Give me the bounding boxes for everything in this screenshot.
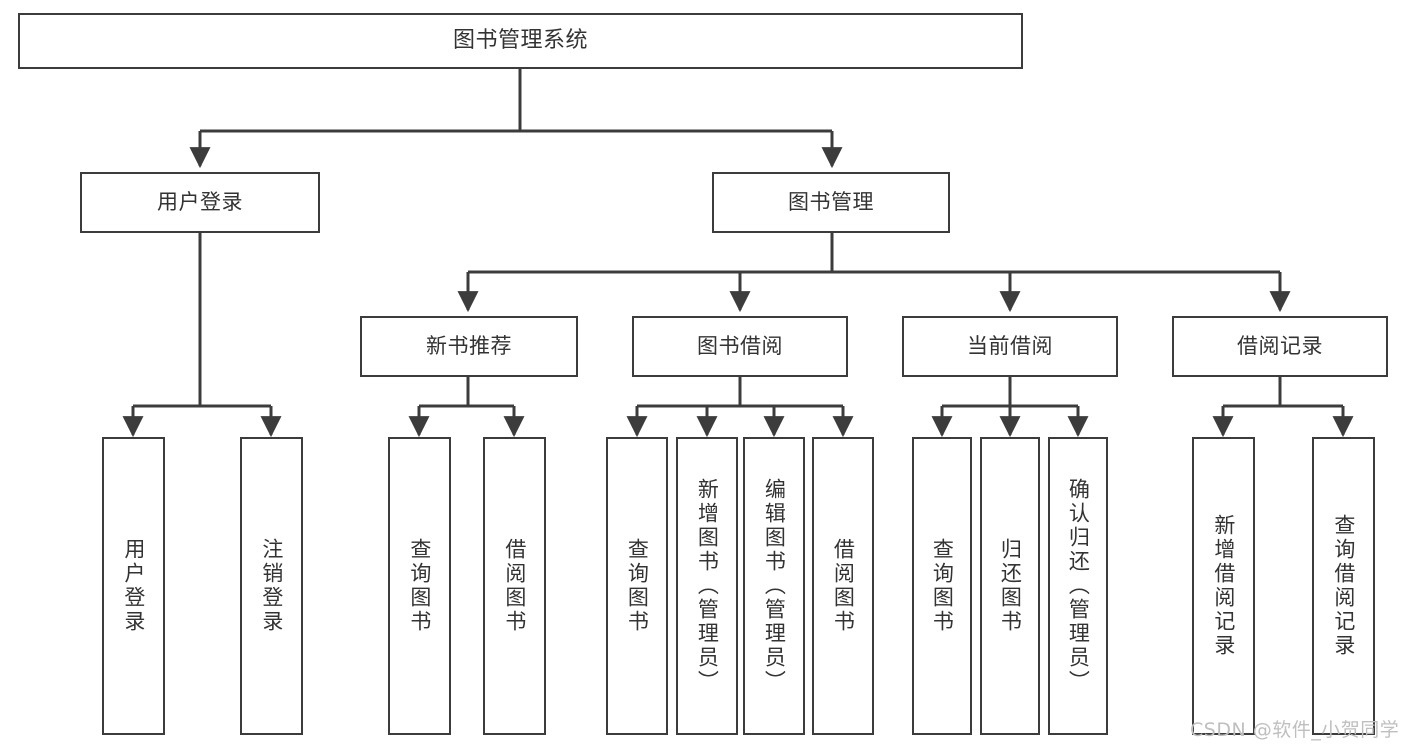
- node-label: 图书管理: [788, 190, 874, 215]
- leaf-confirm-return-admin[interactable]: 确认归还（管理员）: [1048, 437, 1108, 735]
- node-label: 用户登录: [121, 538, 146, 634]
- node-current-borrow[interactable]: 当前借阅: [902, 316, 1118, 377]
- node-book-borrow[interactable]: 图书借阅: [632, 316, 848, 377]
- node-label: 查询图书: [930, 538, 955, 634]
- leaf-borrow-book[interactable]: 借阅图书: [812, 437, 874, 735]
- leaf-user-logout[interactable]: 注销登录: [240, 437, 303, 735]
- node-label: 归还图书: [998, 538, 1023, 634]
- node-label: 新书推荐: [426, 334, 512, 359]
- leaf-query-book-borrow[interactable]: 查询图书: [606, 437, 668, 735]
- node-label: 编辑图书（管理员）: [762, 478, 787, 694]
- node-label: 用户登录: [157, 190, 243, 215]
- node-label: 查询图书: [407, 538, 432, 634]
- node-root-system[interactable]: 图书管理系统: [18, 13, 1023, 69]
- node-label: 注销登录: [259, 538, 284, 634]
- node-label: 借阅图书: [502, 538, 527, 634]
- node-label: 查询借阅记录: [1331, 514, 1356, 658]
- leaf-user-login[interactable]: 用户登录: [102, 437, 165, 735]
- node-label: 新增图书（管理员）: [695, 478, 720, 694]
- node-book-management[interactable]: 图书管理: [712, 172, 950, 233]
- leaf-edit-book-admin[interactable]: 编辑图书（管理员）: [743, 437, 805, 735]
- leaf-borrow-book-recommend[interactable]: 借阅图书: [483, 437, 546, 735]
- node-borrow-record[interactable]: 借阅记录: [1172, 316, 1388, 377]
- leaf-query-book-current[interactable]: 查询图书: [912, 437, 972, 735]
- node-label: 图书管理系统: [452, 28, 588, 54]
- node-label: 图书借阅: [697, 334, 783, 359]
- node-label: 确认归还（管理员）: [1066, 478, 1091, 694]
- node-label: 查询图书: [625, 538, 650, 634]
- node-label: 借阅图书: [831, 538, 856, 634]
- node-label: 借阅记录: [1237, 334, 1323, 359]
- node-user-login[interactable]: 用户登录: [80, 172, 320, 233]
- node-label: 新增借阅记录: [1211, 514, 1236, 658]
- leaf-query-book-recommend[interactable]: 查询图书: [388, 437, 451, 735]
- node-new-book-recommend[interactable]: 新书推荐: [360, 316, 578, 377]
- watermark-text: CSDN @软件_小贺同学: [1190, 719, 1400, 741]
- leaf-add-book-admin[interactable]: 新增图书（管理员）: [676, 437, 738, 735]
- node-label: 当前借阅: [967, 334, 1053, 359]
- leaf-query-borrow-record[interactable]: 查询借阅记录: [1312, 437, 1375, 735]
- leaf-add-borrow-record[interactable]: 新增借阅记录: [1192, 437, 1255, 735]
- leaf-return-book[interactable]: 归还图书: [980, 437, 1040, 735]
